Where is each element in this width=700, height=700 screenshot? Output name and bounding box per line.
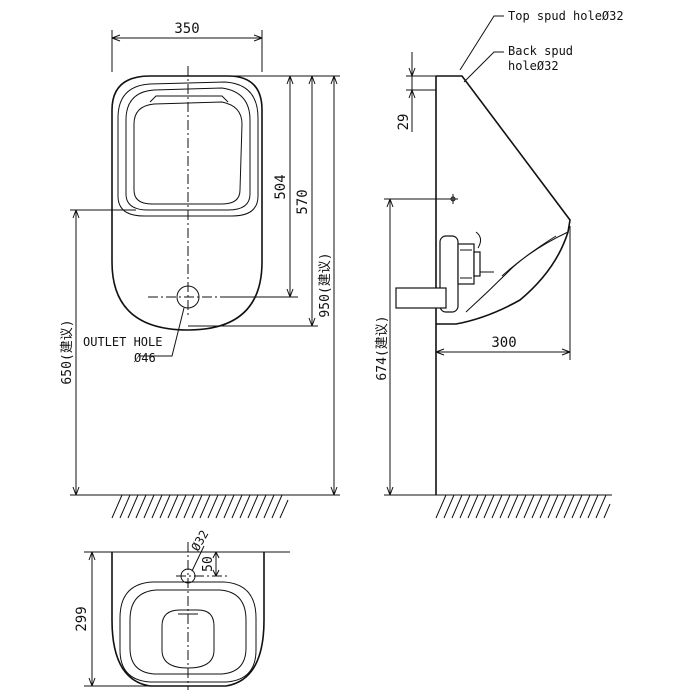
back-spud-label-line2: holeØ32 [508,59,559,73]
dim-570-arrows [308,75,316,327]
side-spud-fitting [439,231,494,313]
dim-29-arrows [408,67,416,99]
dim-50-label: 50 [201,556,216,572]
side-bowl-inner [501,235,557,277]
outlet-hole-label: OUTLET HOLE [83,335,162,349]
top-view: 299 50 Ø32 [74,528,290,690]
top-spud-leader [459,15,504,71]
dim-300-label: 300 [491,335,516,351]
front-view: 350 504 570 950(建议) 650(建议) OUTLET HOLE … [60,21,340,519]
dim-650-label: 650(建议) [60,319,75,384]
dim-950-label: 950(建议) [318,252,333,317]
dim-350-arrows [111,34,263,42]
back-spud-leader [463,51,504,83]
side-body-profile [436,75,571,325]
front-bowl-rim-inner [125,87,251,211]
outlet-leader-line [140,307,185,357]
side-view: 29 674(建议) 300 Top spud holeØ32 Back spu… [375,9,624,519]
back-spud-label-line1: Back spud [508,44,573,58]
front-bowl-rim-outer [117,81,259,217]
side-waste-pipe [395,287,447,309]
dim-570-label: 570 [295,189,311,214]
top-rim-outer [119,581,257,683]
front-bowl-inner-lip [149,95,229,103]
dim-50-arrows [212,551,220,577]
dim-29-label: 29 [396,114,412,131]
dim-32-label: Ø32 [188,528,211,554]
dim-950-arrows [330,75,338,496]
side-bowl-curve [465,231,569,313]
top-spud-label: Top spud holeØ32 [508,9,624,23]
dim-300-arrows [435,348,571,356]
front-floor-hatch [111,494,289,519]
front-body-outline [111,75,263,331]
front-bowl-opening [133,101,243,205]
dim-504-arrows [286,75,294,298]
dim-674-label: 674(建议) [375,315,390,380]
dim-504-label: 504 [273,174,289,199]
dim-350-label: 350 [174,21,199,37]
top-bowl-inner [161,609,215,669]
dim-674-arrows [386,198,394,496]
dim-299-arrows [88,551,96,687]
dim-299-label: 299 [74,606,90,631]
top-rim-inner [129,589,247,675]
dim-650-arrows [72,209,80,496]
top-spud-leader [191,545,205,572]
outlet-diameter-label: Ø46 [134,351,156,365]
side-spud-center-mark [448,194,458,204]
side-floor-hatch [435,494,611,519]
